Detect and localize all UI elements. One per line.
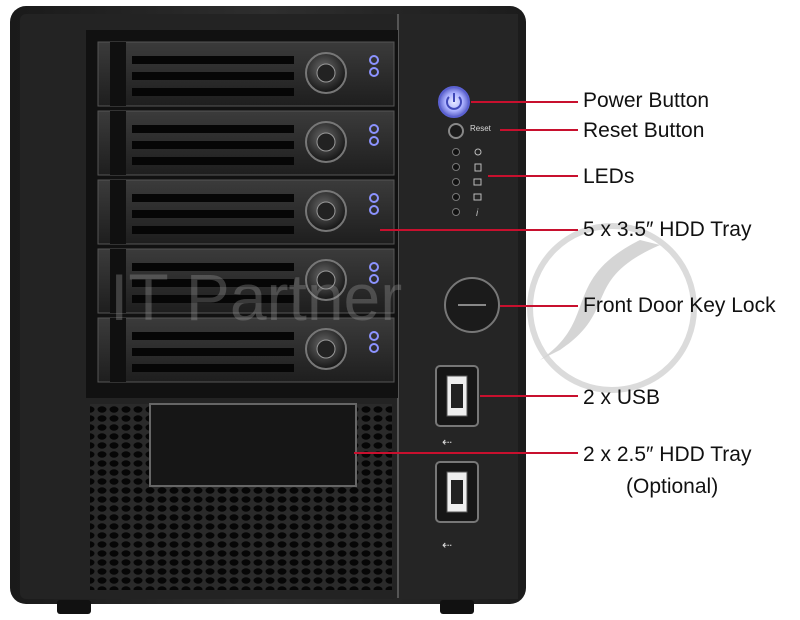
lightbulb-icon	[474, 148, 482, 156]
front-door-key-lock[interactable]	[444, 277, 500, 333]
led-indicator	[452, 148, 460, 156]
usb-icon: ⇠	[442, 435, 452, 449]
hdd-tray-25[interactable]	[149, 403, 357, 487]
hdd-tray-35-label: 5 x 3.5″ HDD Tray	[583, 218, 752, 241]
watermark: IT Partner	[110, 223, 697, 393]
hdd-tray[interactable]	[97, 110, 395, 176]
foot-right	[440, 600, 474, 614]
network-icon	[473, 193, 482, 201]
power-button[interactable]	[438, 86, 470, 118]
hdd-tray[interactable]	[97, 41, 395, 107]
reset-button-label: Reset Button	[583, 119, 705, 142]
info-icon: i	[476, 208, 479, 219]
reset-label: Reset	[470, 124, 491, 133]
usb-port[interactable]	[435, 365, 479, 427]
tray-led-icon	[369, 193, 379, 203]
led-indicator	[452, 178, 460, 186]
key-lock-label: Front Door Key Lock	[583, 294, 776, 317]
tray-led-icon	[369, 274, 379, 284]
disk-icon	[474, 163, 482, 172]
power-icon	[446, 93, 462, 110]
tray-led-icon	[369, 331, 379, 341]
usb-icon: ⇠	[442, 538, 452, 552]
tray-led-icon	[369, 262, 379, 272]
power-button-label: Power Button	[583, 89, 710, 112]
hdd-tray[interactable]	[97, 248, 395, 314]
tray-led-icon	[369, 205, 379, 215]
control-panel: i	[438, 86, 482, 219]
tray-led-icon	[369, 55, 379, 65]
foot-left	[57, 600, 91, 614]
led-indicator	[452, 208, 460, 216]
led-indicator	[452, 163, 460, 171]
reset-button[interactable]	[448, 123, 464, 139]
hdd-trays-35	[97, 41, 395, 383]
tray-led-icon	[369, 343, 379, 353]
tray-led-icon	[369, 124, 379, 134]
usb-port[interactable]	[435, 461, 479, 523]
leds-label: LEDs	[583, 165, 635, 188]
watermark-text: IT Partner	[110, 260, 402, 334]
usb-label: 2 x USB	[583, 386, 661, 409]
led-indicator	[452, 193, 460, 201]
leader-lines	[354, 101, 578, 454]
hdd-tray-25-label: 2 x 2.5″ HDD Tray	[583, 443, 752, 466]
network-icon	[473, 178, 482, 186]
hdd-tray[interactable]	[97, 179, 395, 245]
tray-led-icon	[369, 67, 379, 77]
tray-led-icon	[369, 136, 379, 146]
hdd-tray[interactable]	[97, 317, 395, 383]
hdd-tray-25-optional-label: (Optional)	[626, 475, 719, 498]
